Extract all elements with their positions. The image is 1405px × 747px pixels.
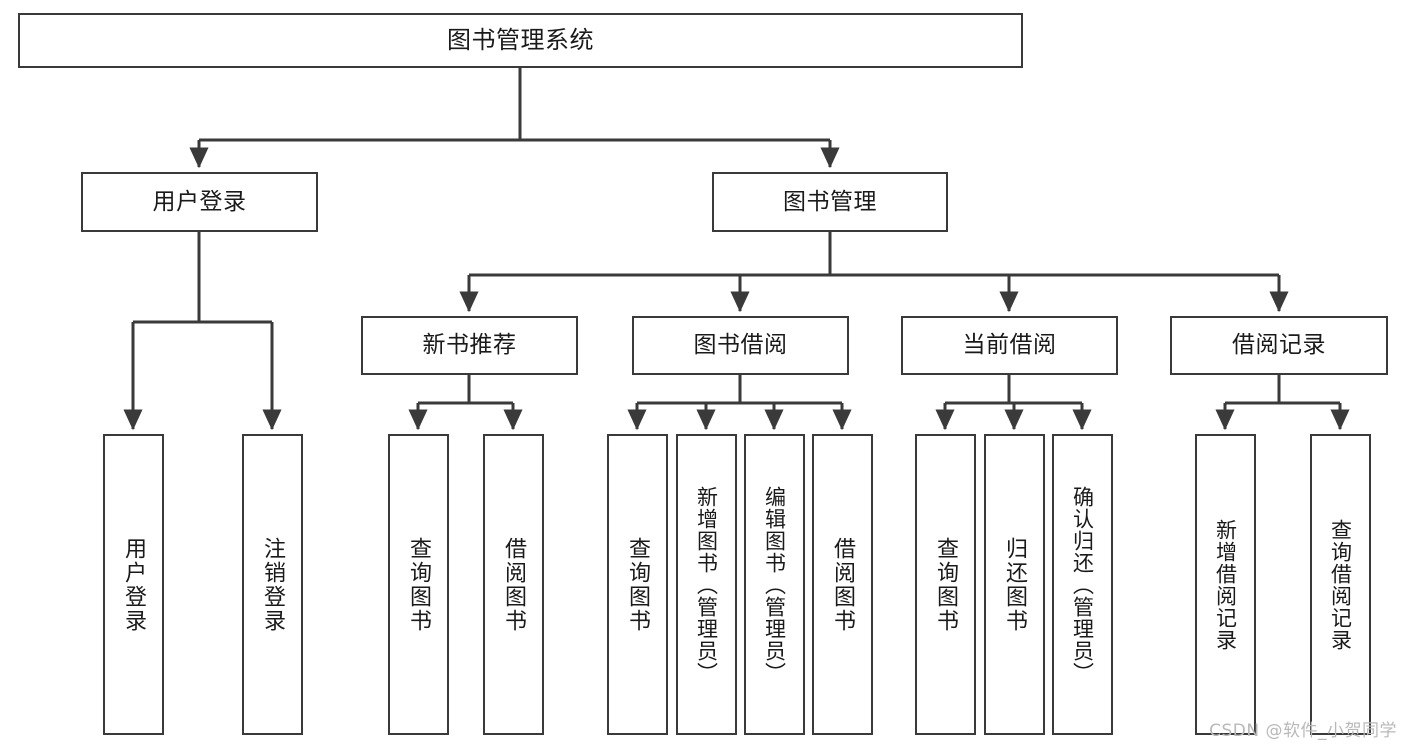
node-leaf-add-book-admin[interactable]: 新增图书（管理员） xyxy=(676,434,737,735)
node-leaf-borrow-book-borrow[interactable]: 借阅图书 xyxy=(812,434,873,735)
watermark-text: CSDN @软件_小贺同学 xyxy=(1209,721,1397,741)
node-new-book-recommend-label: 新书推荐 xyxy=(422,332,517,359)
node-book-borrow-label: 图书借阅 xyxy=(693,332,788,359)
node-leaf-logout-login-label: 注销登录 xyxy=(260,536,286,633)
node-leaf-add-borrow-record[interactable]: 新增借阅记录 xyxy=(1195,434,1256,735)
node-leaf-return-book[interactable]: 归还图书 xyxy=(984,434,1045,735)
node-leaf-confirm-return-admin[interactable]: 确认归还（管理员） xyxy=(1052,434,1113,735)
node-leaf-user-login-label: 用户登录 xyxy=(121,536,147,633)
node-leaf-query-book-recommend-label: 查询图书 xyxy=(406,536,432,633)
node-leaf-add-borrow-record-label: 新增借阅记录 xyxy=(1213,518,1238,651)
node-book-borrow[interactable]: 图书借阅 xyxy=(632,316,849,375)
node-leaf-return-book-label: 归还图书 xyxy=(1002,536,1028,633)
node-leaf-user-login[interactable]: 用户登录 xyxy=(103,434,164,735)
node-current-borrow[interactable]: 当前借阅 xyxy=(901,316,1118,375)
node-root-label: 图书管理系统 xyxy=(447,25,594,54)
node-leaf-query-book-borrow[interactable]: 查询图书 xyxy=(607,434,668,735)
node-new-book-recommend[interactable]: 新书推荐 xyxy=(361,316,578,375)
node-user-login[interactable]: 用户登录 xyxy=(81,172,318,232)
node-leaf-edit-book-admin-label: 编辑图书（管理员） xyxy=(762,485,787,684)
node-leaf-logout-login[interactable]: 注销登录 xyxy=(242,434,303,735)
node-book-manage[interactable]: 图书管理 xyxy=(712,172,948,232)
node-leaf-edit-book-admin[interactable]: 编辑图书（管理员） xyxy=(744,434,805,735)
node-root[interactable]: 图书管理系统 xyxy=(18,13,1023,68)
node-book-manage-label: 图书管理 xyxy=(783,188,877,215)
node-borrow-record[interactable]: 借阅记录 xyxy=(1170,316,1388,375)
node-leaf-query-borrow-record-label: 查询借阅记录 xyxy=(1328,518,1353,651)
node-user-login-label: 用户登录 xyxy=(152,188,247,215)
node-leaf-query-book-current[interactable]: 查询图书 xyxy=(915,434,976,735)
node-leaf-borrow-book-recommend[interactable]: 借阅图书 xyxy=(483,434,544,735)
node-leaf-query-borrow-record[interactable]: 查询借阅记录 xyxy=(1310,434,1371,735)
node-leaf-query-book-current-label: 查询图书 xyxy=(933,536,959,633)
node-current-borrow-label: 当前借阅 xyxy=(962,332,1057,359)
node-leaf-confirm-return-admin-label: 确认归还（管理员） xyxy=(1070,485,1095,684)
node-leaf-borrow-book-recommend-label: 借阅图书 xyxy=(501,536,527,633)
node-leaf-borrow-book-borrow-label: 借阅图书 xyxy=(830,536,856,633)
node-leaf-query-book-recommend[interactable]: 查询图书 xyxy=(388,434,449,735)
node-leaf-query-book-borrow-label: 查询图书 xyxy=(625,536,651,633)
node-leaf-add-book-admin-label: 新增图书（管理员） xyxy=(694,485,719,684)
node-borrow-record-label: 借阅记录 xyxy=(1232,332,1326,359)
